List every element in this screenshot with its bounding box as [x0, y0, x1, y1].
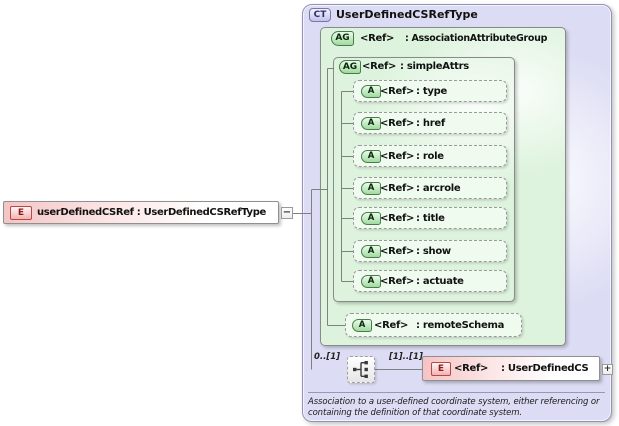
attribute-ref: <Ref> — [374, 319, 409, 331]
attribute-name: : role — [416, 150, 444, 162]
element-icon: E — [431, 362, 451, 376]
inner-cardinality-label: [1]..[1] — [389, 352, 423, 362]
attribute-group-icon: AG — [339, 60, 361, 74]
attribute-row-show[interactable]: A <Ref> : show — [353, 240, 507, 262]
attribute-icon: A — [361, 117, 381, 130]
attribute-row-arcrole[interactable]: A <Ref> : arcrole — [353, 177, 507, 199]
child-element-box[interactable]: E <Ref> : UserDefinedCS — [422, 356, 600, 381]
child-element-name: : UserDefinedCS — [501, 363, 589, 374]
attribute-row-href[interactable]: A <Ref> : href — [353, 112, 507, 134]
attribute-icon: A — [361, 150, 381, 163]
root-element-label: userDefinedCSRef : UserDefinedCSRefType — [37, 207, 266, 218]
child-element-ref: <Ref> — [454, 363, 489, 374]
simple-attrs-name: : simpleAttrs — [400, 61, 469, 72]
complex-type-title: UserDefinedCSRefType — [336, 8, 478, 21]
attribute-group-icon: AG — [331, 31, 354, 46]
attribute-row-remote-schema[interactable]: A <Ref> : remoteSchema — [345, 313, 522, 337]
annotation-text: Association to a user-defined coordinate… — [308, 397, 600, 418]
attribute-name: : actuate — [416, 275, 464, 287]
attribute-ref: <Ref> — [380, 275, 415, 287]
sequence-icon[interactable] — [347, 356, 375, 383]
attribute-row-type[interactable]: A <Ref> : type — [353, 80, 507, 102]
attribute-ref: <Ref> — [380, 150, 415, 162]
complex-type-icon: CT — [309, 8, 331, 22]
attribute-group-ref[interactable]: <Ref> — [360, 33, 395, 44]
attribute-ref: <Ref> — [380, 117, 415, 129]
simple-attrs-ref[interactable]: <Ref> — [362, 61, 397, 72]
element-icon: E — [10, 206, 32, 220]
attribute-row-role[interactable]: A <Ref> : role — [353, 145, 507, 167]
attribute-name: : remoteSchema — [416, 319, 505, 331]
attribute-icon: A — [352, 319, 372, 332]
attribute-icon: A — [361, 212, 381, 225]
attribute-ref: <Ref> — [380, 212, 415, 224]
attribute-name: : type — [416, 85, 447, 97]
attribute-row-actuate[interactable]: A <Ref> : actuate — [353, 270, 507, 292]
root-element-box[interactable]: E userDefinedCSRef : UserDefinedCSRefTyp… — [3, 201, 279, 224]
attribute-ref: <Ref> — [380, 182, 415, 194]
attribute-group-name: : AssociationAttributeGroup — [405, 33, 548, 44]
attribute-name: : title — [416, 212, 445, 224]
attribute-icon: A — [361, 182, 381, 195]
annotation-divider — [308, 392, 605, 393]
attribute-name: : arcrole — [416, 182, 461, 194]
outer-cardinality-label: 0..[1] — [314, 352, 341, 362]
attribute-icon: A — [361, 275, 381, 288]
attribute-ref: <Ref> — [380, 85, 415, 97]
attribute-name: : href — [416, 117, 445, 129]
attribute-name: : show — [416, 245, 451, 257]
attribute-ref: <Ref> — [380, 245, 415, 257]
expand-icon[interactable]: + — [602, 364, 613, 375]
collapse-icon[interactable]: − — [281, 207, 293, 219]
attribute-icon: A — [361, 245, 381, 258]
attribute-row-title[interactable]: A <Ref> : title — [353, 207, 507, 229]
attribute-icon: A — [361, 85, 381, 98]
